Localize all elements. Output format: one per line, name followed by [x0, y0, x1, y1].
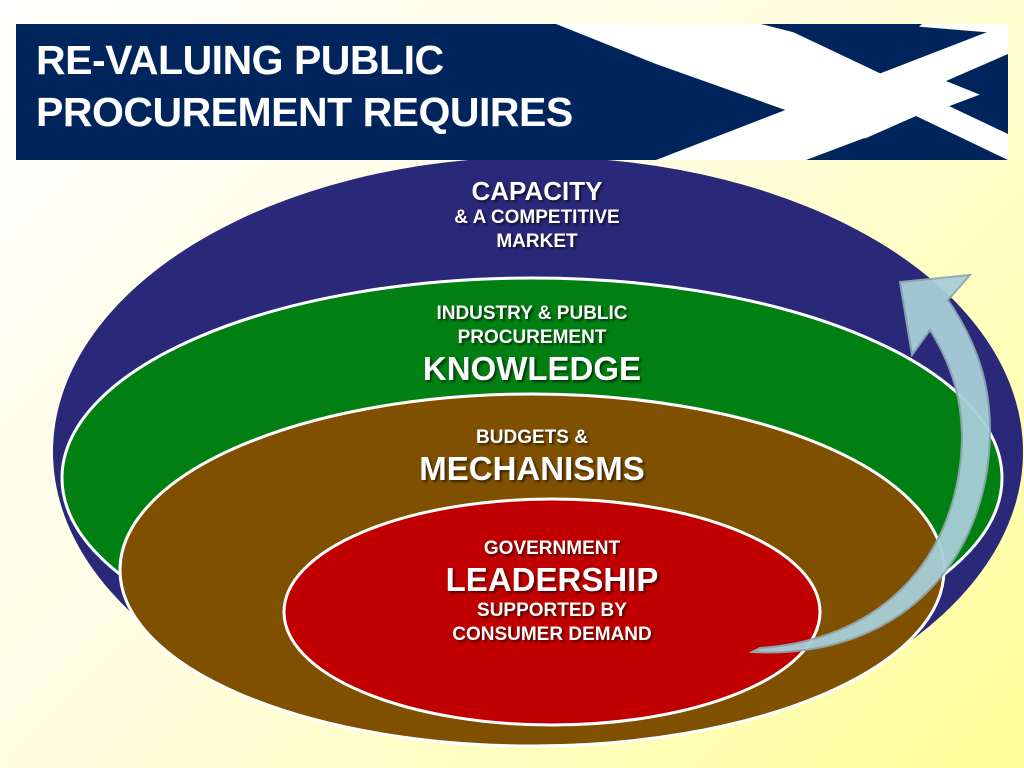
title-banner: RE-VALUING PUBLIC PROCUREMENT REQUIRES: [16, 24, 1008, 160]
title-line-1: RE-VALUING PUBLIC: [36, 37, 444, 83]
layer-leadership: [282, 497, 822, 727]
layer-capacity-label: CAPACITY & A COMPETITIVE MARKET: [454, 176, 620, 252]
layer-mechanisms-label: BUDGETS & MECHANISMS: [419, 427, 645, 487]
title-line-2: PROCUREMENT REQUIRES: [36, 89, 573, 135]
layer-leadership-label: GOVERNMENT LEADERSHIP SUPPORTED BY CONSU…: [445, 538, 659, 645]
page-title: RE-VALUING PUBLIC PROCUREMENT REQUIRES: [36, 34, 573, 138]
layer-knowledge-label: INDUSTRY & PUBLIC PROCUREMENT KNOWLEDGE: [422, 303, 642, 387]
saltire-flag-icon: [16, 24, 1008, 160]
curved-arrow-icon: [748, 273, 992, 654]
